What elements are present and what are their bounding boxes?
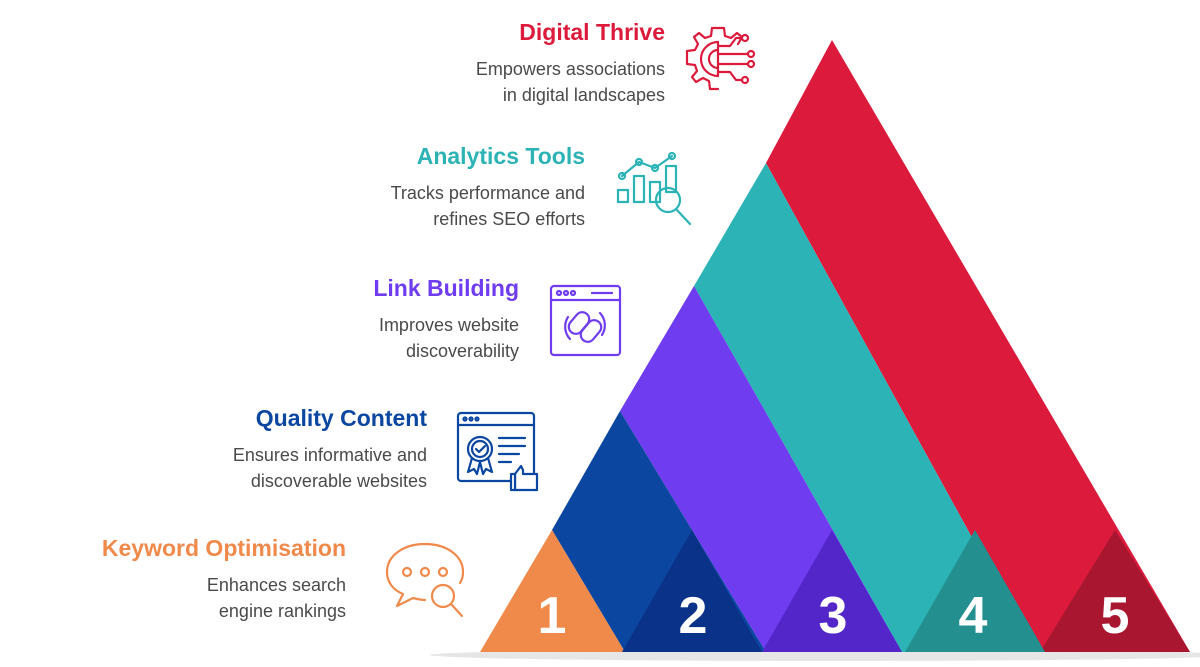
analytics-chart-icon	[612, 152, 702, 232]
step-2-desc-line-2: discoverable websites	[250, 471, 427, 491]
step-4-desc-line-2: refines SEO efforts	[433, 209, 585, 229]
step-1-title: Keyword Optimisation	[101, 535, 346, 561]
step-3-desc-line-1: Improves website	[378, 315, 519, 335]
step-number-3: 3	[819, 587, 848, 645]
step-3-description: Improves website discoverability	[373, 312, 519, 364]
step-3-label: Link Building Improves website discovera…	[373, 274, 519, 364]
certificate-document-icon	[455, 410, 545, 495]
base-triangle-5	[1040, 530, 1190, 652]
step-number-5: 5	[1101, 587, 1130, 645]
step-5-desc-line-1: Empowers associations	[475, 59, 665, 79]
step-number-4: 4	[959, 587, 988, 645]
browser-link-icon	[548, 283, 623, 358]
base-triangle-4	[905, 530, 1045, 652]
gear-circuit-icon	[678, 20, 758, 100]
step-1-description: Enhances search engine rankings	[102, 572, 346, 624]
step-1-label: Keyword Optimisation Enhances search eng…	[102, 534, 346, 624]
step-5-description: Empowers associations in digital landsca…	[476, 56, 665, 108]
step-4-title: Analytics Tools	[416, 143, 585, 169]
step-5-desc-line-2: in digital landscapes	[502, 85, 665, 105]
layer-5-red	[766, 40, 1190, 652]
step-1-desc-line-1: Enhances search	[206, 575, 346, 595]
chat-search-icon	[383, 540, 468, 620]
step-4-desc-line-1: Tracks performance and	[390, 183, 585, 203]
step-5-label: Digital Thrive Empowers associations in …	[476, 18, 665, 108]
step-4-description: Tracks performance and refines SEO effor…	[391, 180, 585, 232]
layer-4-teal	[694, 163, 1035, 652]
base-triangle-3	[762, 530, 902, 652]
step-4-label: Analytics Tools Tracks performance and r…	[391, 142, 585, 232]
step-2-desc-line-1: Ensures informative and	[232, 445, 427, 465]
step-2-label: Quality Content Ensures informative and …	[233, 404, 427, 494]
pyramid-shadow	[430, 649, 1200, 661]
step-5-title: Digital Thrive	[519, 19, 665, 45]
step-number-1: 1	[538, 587, 567, 645]
layer-1-orange	[480, 530, 625, 652]
base-triangle-2	[622, 530, 762, 652]
step-3-title: Link Building	[373, 275, 519, 301]
step-3-desc-line-2: discoverability	[405, 341, 519, 361]
step-2-description: Ensures informative and discoverable web…	[233, 442, 427, 494]
step-1-desc-line-2: engine rankings	[218, 601, 346, 621]
step-number-2: 2	[679, 587, 708, 645]
step-2-title: Quality Content	[255, 405, 427, 431]
